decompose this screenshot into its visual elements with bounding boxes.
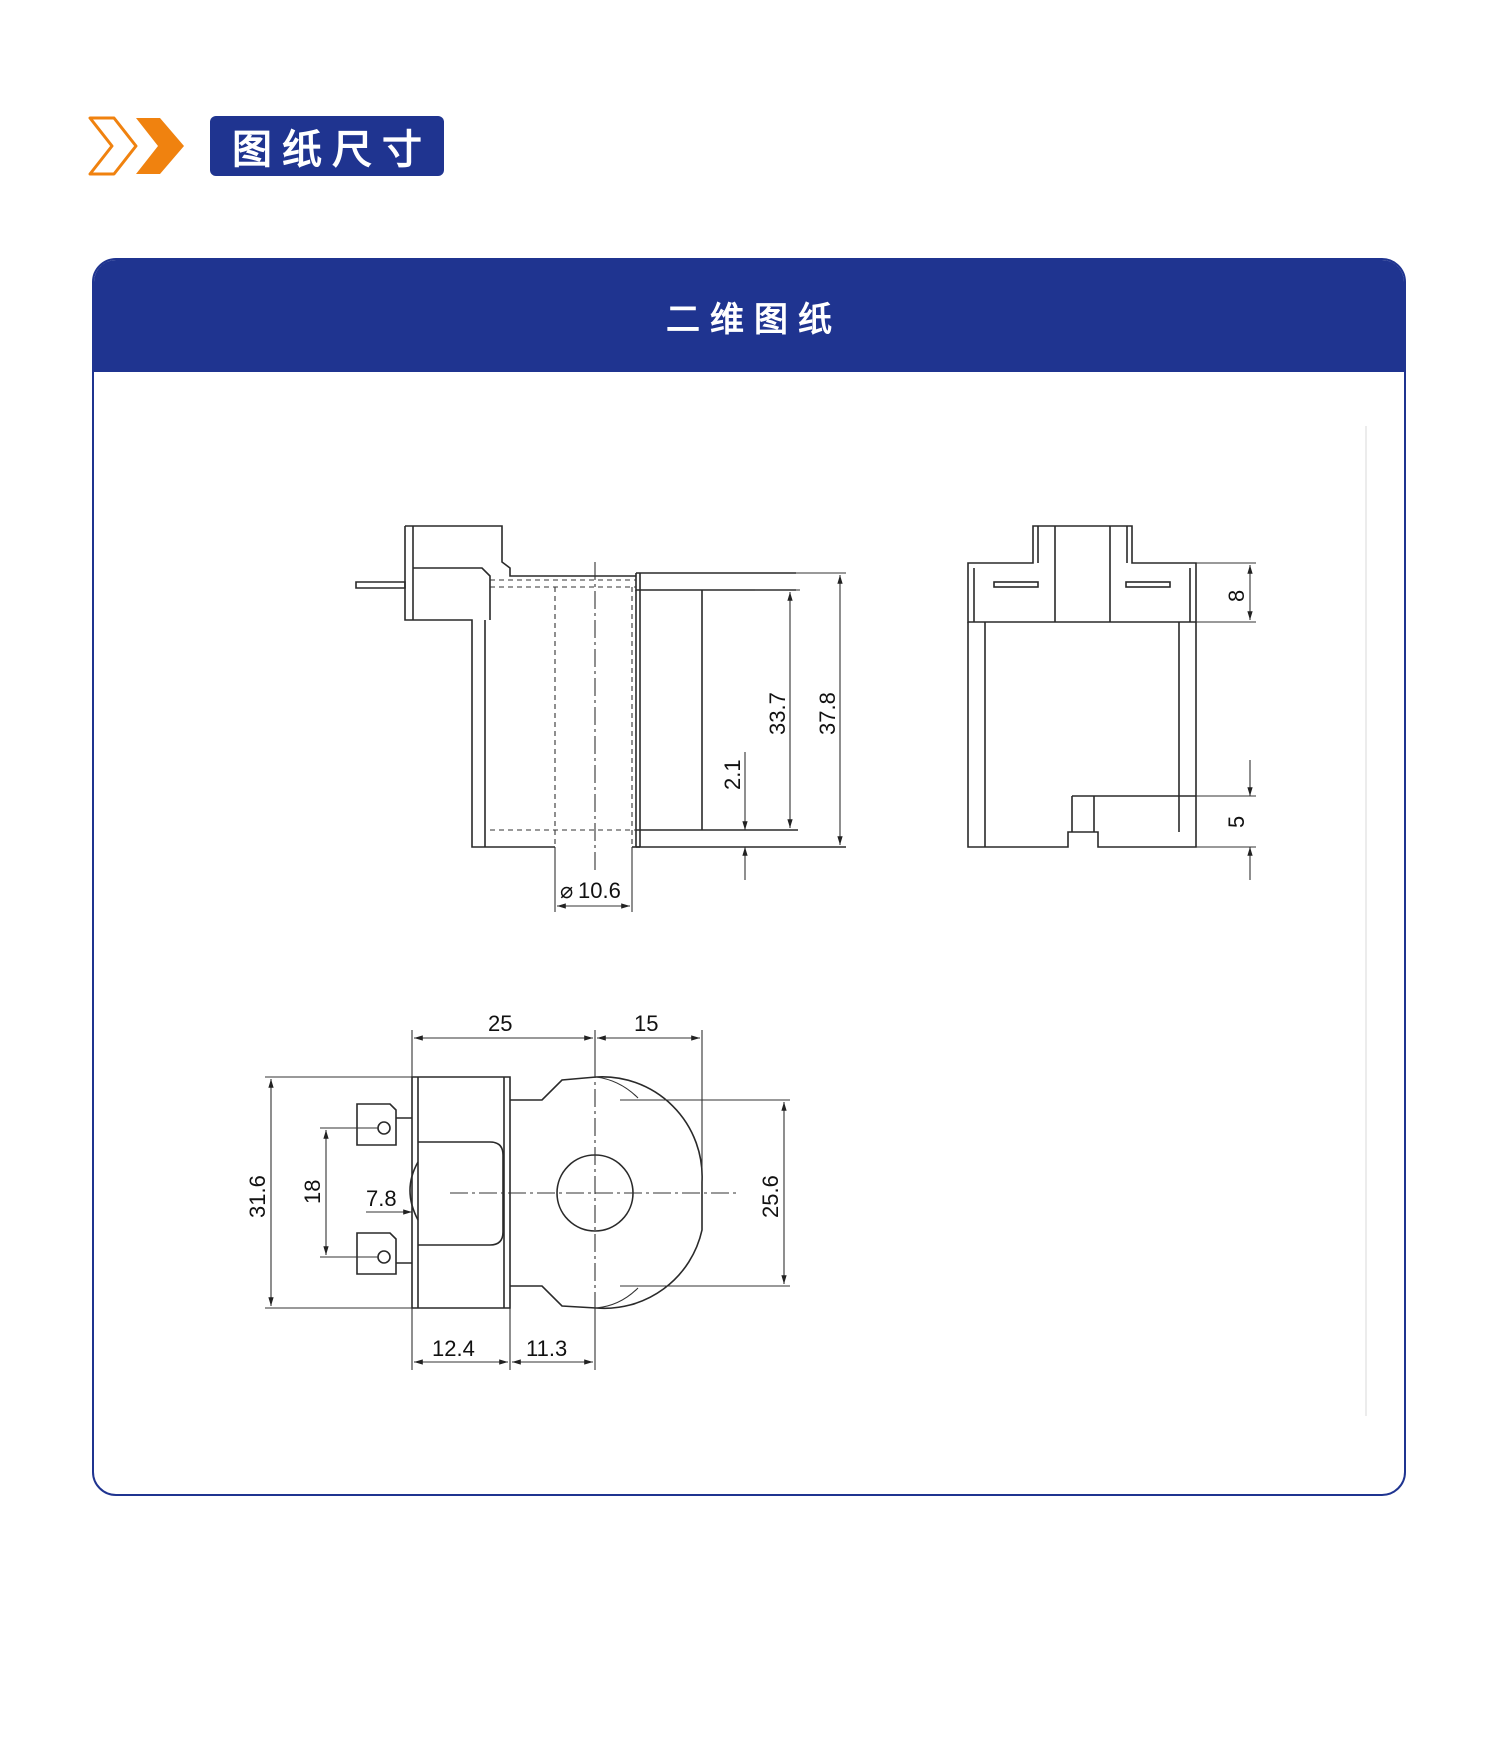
section-title: 图纸尺寸 bbox=[232, 127, 432, 173]
dim-top-terminal-spacing: 18 bbox=[300, 1180, 325, 1204]
dim-side-bottom-height: 5 bbox=[1224, 816, 1249, 828]
dim-top-bottom-left: 12.4 bbox=[432, 1336, 475, 1361]
front-view: 33.7 37.8 2.1 ⌀ 10.6 bbox=[355, 525, 846, 912]
top-view: 25 15 31.6 18 7.8 25.6 12.4 11.3 bbox=[245, 1011, 790, 1370]
section-header bbox=[86, 114, 188, 178]
dim-top-body-height: 25.6 bbox=[758, 1175, 783, 1218]
dim-front-inner-height: 33.7 bbox=[765, 692, 790, 735]
dim-top-bottom-right: 11.3 bbox=[526, 1336, 567, 1361]
dim-top-width-left: 25 bbox=[488, 1011, 512, 1036]
dim-front-total-height: 37.8 bbox=[815, 692, 840, 735]
diameter-symbol: ⌀ bbox=[560, 878, 573, 903]
panel-title: 二维图纸 bbox=[666, 299, 842, 340]
side-view: 8 5 bbox=[967, 525, 1256, 880]
drawing-panel: 二维图纸 bbox=[92, 258, 1406, 1496]
dim-top-width-right: 15 bbox=[634, 1011, 658, 1036]
dim-front-base-offset: 2.1 bbox=[720, 759, 745, 790]
dim-top-terminal-offset: 7.8 bbox=[366, 1186, 397, 1211]
chevron-right-icon bbox=[88, 116, 184, 176]
dim-side-top-height: 8 bbox=[1224, 590, 1249, 602]
section-title-box: 图纸尺寸 bbox=[210, 116, 444, 176]
panel-header: 二维图纸 bbox=[94, 260, 1404, 372]
dim-top-total-height: 31.6 bbox=[245, 1175, 270, 1218]
dim-front-bore: 10.6 bbox=[578, 878, 621, 903]
